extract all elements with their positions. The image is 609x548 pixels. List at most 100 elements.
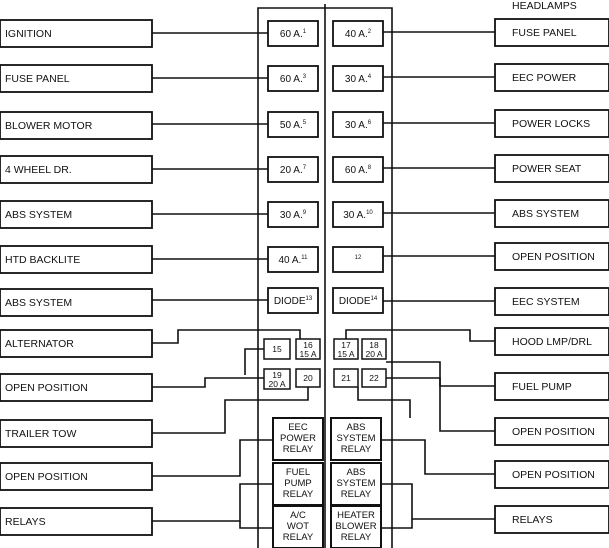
right-label-box [494, 18, 609, 47]
fuse-number: 3 [303, 74, 307, 80]
right-label: OPEN POSITION [512, 251, 595, 263]
fuse-left [267, 201, 319, 228]
left-label-box [0, 288, 153, 317]
relay-text: RELAY [283, 532, 314, 543]
fuse-amp: 30 A. [343, 210, 366, 221]
mini-fuse-rating: 20 A [268, 379, 285, 389]
relay-text: SYSTEM [336, 433, 375, 444]
mini-fuse-f22 [361, 368, 387, 388]
fuse-number: 14 [370, 296, 377, 302]
relay-right [330, 505, 382, 548]
right-label: EEC SYSTEM [512, 296, 580, 308]
right-label-box [494, 327, 609, 356]
right-label: RELAYS [512, 514, 553, 526]
fuse-amp: 50 A. [280, 120, 303, 131]
right-label: POWER SEAT [512, 163, 582, 175]
connector-line [152, 439, 273, 477]
left-label: 4 WHEEL DR. [5, 164, 72, 176]
left-label-box [0, 419, 153, 448]
right-label: FUSE PANEL [512, 27, 577, 39]
left-label: ALTERNATOR [5, 338, 74, 350]
mini-fuse-f15 [263, 338, 291, 360]
fuse-rating: 20 A.7 [280, 165, 307, 176]
relay-text: ABS [346, 467, 365, 478]
relay-text: EEC [288, 422, 308, 433]
mini-fuse-f21 [333, 368, 359, 388]
mini-fuse-number: 15 [272, 344, 282, 354]
mini-fuse-number: 22 [369, 373, 379, 383]
relay-left [272, 417, 324, 461]
fuse-rating: 30 A.10 [343, 210, 373, 221]
fuse-right [332, 287, 384, 314]
left-label-box [0, 462, 153, 491]
connector-line [381, 483, 495, 520]
fuse-amp: 30 A. [345, 120, 368, 131]
relay-text: PUMP [284, 478, 311, 489]
fuse-rating: DIODE13 [274, 296, 313, 307]
relay-text: HEATER [337, 510, 375, 521]
right-label-box [494, 154, 609, 183]
mini-fuse-f17 [333, 338, 359, 360]
connector-line [345, 329, 495, 342]
relay-text: BLOWER [335, 521, 376, 532]
fuse-right [332, 20, 384, 47]
connector-line [357, 387, 411, 418]
fuse-left [267, 156, 319, 183]
fuse-rating: 30 A.9 [280, 210, 307, 221]
left-label: HTD BACKLITE [5, 254, 80, 266]
right-label-box [494, 242, 609, 271]
connector-line [386, 377, 495, 432]
connector-line [152, 377, 264, 388]
fuse-amp: 60 A. [280, 74, 303, 85]
right-label-box [494, 505, 609, 534]
fuse-left [267, 246, 319, 273]
fuse-left [267, 65, 319, 92]
fuse-left [267, 287, 319, 314]
right-label-box [494, 63, 609, 92]
fuse-rating: 30 A.4 [345, 74, 372, 85]
left-label-box [0, 200, 153, 229]
fuse-right [332, 246, 384, 273]
mini-fuse-rating: 15 A [337, 349, 354, 359]
left-label: ABS SYSTEM [5, 209, 72, 221]
connector-line [381, 439, 495, 475]
relay-left [272, 505, 324, 548]
fuse-amp: 60 A. [280, 29, 303, 40]
relay-left [272, 462, 324, 506]
fuse-rating: 40 A.2 [345, 29, 372, 40]
left-label-box [0, 64, 153, 93]
relay-text: FUEL [286, 467, 310, 478]
right-label: OPEN POSITION [512, 469, 595, 481]
relay-text: RELAY [283, 489, 314, 500]
relay-text: WOT [287, 521, 309, 532]
left-label-box [0, 155, 153, 184]
fuse-number: 11 [301, 255, 308, 261]
fuse-right [332, 111, 384, 138]
mini-fuse-f19 [263, 368, 291, 390]
connector-line [244, 348, 264, 375]
relay-text: RELAY [283, 444, 314, 455]
fuse-number: 8 [368, 165, 372, 171]
right-label: FUEL PUMP [512, 381, 572, 393]
fuse-number: 1 [303, 29, 307, 35]
relay-text: A/C [290, 510, 306, 521]
right-label-box [494, 372, 609, 401]
relay-text: RELAY [341, 489, 372, 500]
relay-text: RELAY [341, 532, 372, 543]
mini-fuse-number: 16 [303, 340, 313, 350]
relay-text: POWER [280, 433, 316, 444]
connector-line [152, 329, 301, 344]
right-label: EEC POWER [512, 72, 577, 84]
fuse-number: 6 [368, 120, 372, 126]
fuse-number: 9 [303, 210, 307, 216]
left-label: OPEN POSITION [5, 471, 88, 483]
right-label: HOOD LMP/DRL [512, 336, 592, 348]
fuse-right [332, 65, 384, 92]
fuse-amp: 20 A. [280, 165, 303, 176]
fuse-amp: DIODE [274, 296, 306, 307]
relay-right [330, 417, 382, 461]
right-label-box [494, 199, 609, 228]
mini-fuse-f16 [295, 338, 321, 360]
left-label: FUSE PANEL [5, 73, 70, 85]
